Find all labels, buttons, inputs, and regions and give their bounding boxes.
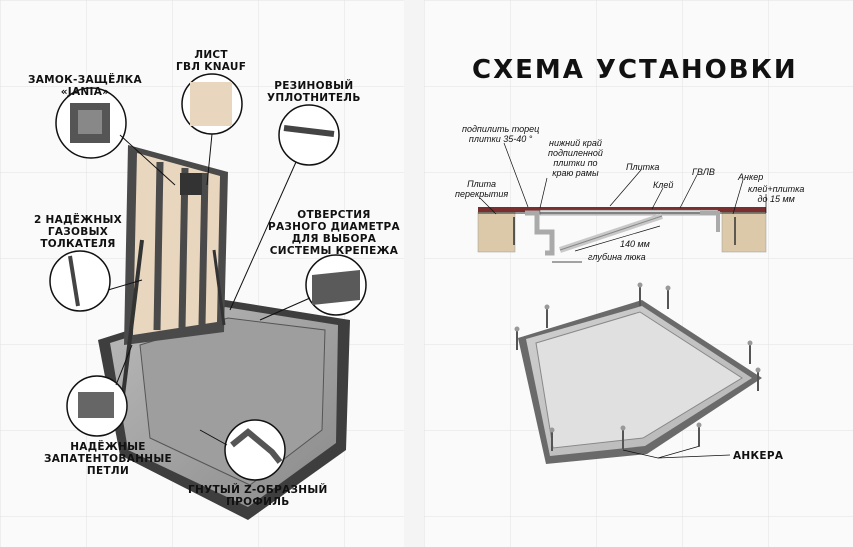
callout-hinges — [66, 344, 133, 437]
label-holes-line4: СИСТЕМЫ КРЕПЕЖА — [269, 245, 399, 257]
annotation-lower-edge: нижний край подпиленной плитки по краю р… — [548, 138, 603, 178]
annotation-glue-tile-line2: до 15 мм — [757, 194, 795, 204]
label-sheet-line2: ГВЛ KNAUF — [176, 61, 247, 73]
annotation-edge-line2: подпиленной — [548, 148, 603, 158]
callout-seal — [229, 104, 340, 311]
callout-profile — [199, 419, 286, 481]
label-mounting-holes: ОТВЕРСТИЯ РАЗНОГО ДИАМЕТРА ДЛЯ ВЫБОРА СИ… — [268, 209, 400, 257]
tile-background — [424, 0, 853, 547]
callout-lock — [55, 87, 176, 186]
installation-scheme-panel — [424, 0, 853, 547]
label-seal-line1: РЕЗИНОВЫЙ — [274, 80, 354, 92]
label-sheet-line1: ЛИСТ — [194, 49, 228, 61]
annotation-anchor: Анкер — [738, 172, 764, 182]
callout-pushers — [49, 250, 143, 312]
callout-sheet — [181, 73, 243, 186]
label-hinges-line2: ЗАПАТЕНТОВАННЫЕ — [44, 453, 172, 465]
label-hinges-line3: ПЕТЛИ — [86, 465, 130, 477]
label-gvl-sheet: ЛИСТ ГВЛ KNAUF — [176, 49, 246, 73]
floor-slab-left — [477, 211, 516, 253]
annotation-slab-line1: Плита — [467, 179, 497, 189]
scheme-title: СХЕМА УСТАНОВКИ — [472, 55, 798, 85]
annotation-trim-tile: подпилить торец плитки 35-40 ° — [462, 124, 539, 144]
annotation-glue-tile: клей+плитка до 15 мм — [748, 184, 804, 204]
label-pushers-line1: 2 НАДЁЖНЫХ — [34, 214, 123, 226]
label-lock-line1: ЗАМОК-ЗАЩЁЛКА — [28, 74, 142, 86]
installation-section-drawing — [477, 142, 767, 263]
annotation-edge-line4: краю рамы — [552, 168, 599, 178]
label-profile-line1: ГНУТЫЙ Z-ОБРАЗНЫЙ — [188, 484, 328, 496]
annotation-floor-slab: Плита перекрытия — [455, 179, 508, 199]
annotation-glue-tile-line1: клей+плитка — [748, 184, 805, 194]
label-profile-line2: ПРОФИЛЬ — [226, 496, 290, 508]
annotation-edge-line3: плитки по — [553, 158, 598, 168]
annotation-glue: Клей — [653, 180, 674, 190]
floor-slab-right — [721, 211, 767, 253]
label-holes-line2: РАЗНОГО ДИАМЕТРА — [268, 221, 400, 233]
annotation-edge-line1: нижний край — [549, 138, 602, 148]
tile-layer — [478, 207, 766, 212]
label-pushers-line3: ТОЛКАТЕЛЯ — [40, 238, 116, 250]
label-lock-line2: «JANIA» — [60, 86, 110, 98]
installed-frame-3d — [514, 282, 762, 464]
annotation-trim-line1: подпилить торец — [462, 124, 540, 134]
annotation-dimension: 140 мм — [620, 239, 650, 249]
callout-holes — [259, 254, 367, 321]
label-z-profile: ГНУТЫЙ Z-ОБРАЗНЫЙ ПРОФИЛЬ — [188, 484, 328, 508]
annotation-trim-line2: плитки 35-40 ° — [468, 134, 533, 144]
label-gas-pushers: 2 НАДЁЖНЫХ ГАЗОВЫХ ТОЛКАТЕЛЯ — [34, 214, 122, 250]
label-lock: ЗАМОК-ЗАЩЁЛКА «JANIA» — [28, 74, 142, 98]
label-holes-line1: ОТВЕРСТИЯ — [297, 209, 371, 221]
label-holes-line3: ДЛЯ ВЫБОРА — [291, 233, 377, 245]
label-rubber-seal: РЕЗИНОВЫЙ УПЛОТНИТЕЛЬ — [267, 80, 361, 104]
hatch-illustration — [98, 145, 350, 520]
annotation-gvlv: ГВЛВ — [692, 167, 715, 177]
annotation-slab-line2: перекрытия — [455, 189, 509, 199]
annotation-hatch-depth: глубина люка — [588, 252, 646, 262]
label-anchors: АНКЕРА — [733, 450, 784, 462]
annotation-tile: Плитка — [626, 162, 660, 172]
label-hinges: НАДЁЖНЫЕ ЗАПАТЕНТОВАННЫЕ ПЕТЛИ — [44, 441, 172, 477]
label-pushers-line2: ГАЗОВЫХ — [47, 226, 109, 238]
label-seal-line2: УПЛОТНИТЕЛЬ — [267, 92, 361, 104]
label-hinges-line1: НАДЁЖНЫЕ — [70, 441, 146, 453]
